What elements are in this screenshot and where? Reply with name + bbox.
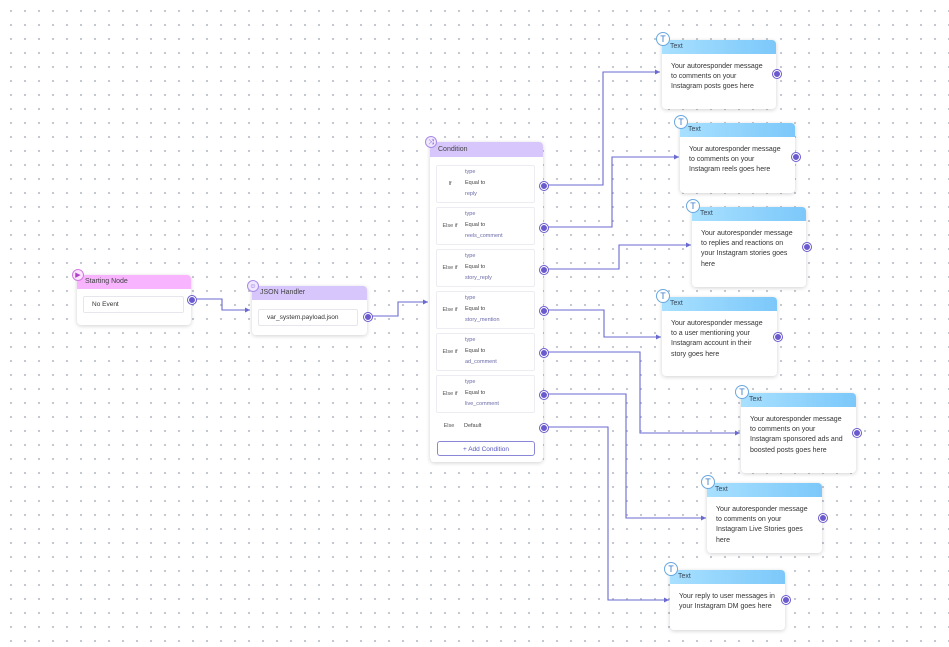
text-icon: T bbox=[656, 32, 670, 46]
text-node-live[interactable]: T Text Your autoresponder message to com… bbox=[701, 475, 827, 553]
condition-variable: type bbox=[465, 379, 476, 385]
edge-elseif-story-reply bbox=[543, 244, 691, 270]
text-node-output-port[interactable] bbox=[773, 70, 781, 78]
text-node-ads[interactable]: T Text Your autoresponder message to com… bbox=[735, 385, 861, 473]
text-node-message: Your reply to user messages in your Inst… bbox=[679, 593, 775, 611]
text-icon: T bbox=[735, 385, 749, 399]
text-node-posts[interactable]: T Text Your autoresponder message to com… bbox=[656, 32, 781, 109]
condition-port-else[interactable] bbox=[540, 424, 548, 432]
text-node-title: Text bbox=[662, 297, 777, 311]
edge-start-to-json bbox=[192, 298, 250, 311]
condition-port-live-comment[interactable] bbox=[540, 391, 548, 399]
condition-value: reels_comment bbox=[465, 233, 503, 239]
condition-operator: Equal to bbox=[465, 264, 486, 270]
text-node-message: Your autoresponder message to replies an… bbox=[701, 230, 793, 268]
condition-value: story_mention bbox=[465, 317, 500, 323]
text-node-mentions[interactable]: T Text Your autoresponder message to a u… bbox=[656, 289, 782, 376]
add-condition-button[interactable]: + Add Condition bbox=[437, 441, 535, 456]
condition-value: live_comment bbox=[465, 401, 499, 407]
start-output-port[interactable] bbox=[188, 296, 196, 304]
text-node-output-port[interactable] bbox=[792, 153, 800, 161]
condition-operator: Equal to bbox=[465, 306, 486, 312]
start-event-field[interactable]: No Event bbox=[83, 296, 184, 313]
condition-keyword: Else if bbox=[442, 265, 458, 271]
edge-else-default bbox=[543, 426, 669, 601]
json-output-port[interactable] bbox=[364, 313, 372, 321]
condition-row-story-reply[interactable]: Else if type Equal to story_reply bbox=[436, 249, 535, 287]
text-node-dm[interactable]: T Text Your reply to user messages in yo… bbox=[664, 562, 790, 630]
condition-value: reply bbox=[465, 191, 477, 197]
text-node-output-port[interactable] bbox=[782, 596, 790, 604]
shuffle-icon: ⤨ bbox=[425, 136, 437, 148]
condition-row-story-mention[interactable]: Else if type Equal to story_mention bbox=[436, 291, 535, 329]
text-node-output-port[interactable] bbox=[819, 514, 827, 522]
text-node-message: Your autoresponder message to comments o… bbox=[689, 146, 781, 174]
condition-title: Condition bbox=[430, 142, 543, 157]
text-icon: T bbox=[686, 199, 700, 213]
condition-variable: type bbox=[465, 169, 476, 175]
text-node-message: Your autoresponder message to comments o… bbox=[671, 63, 763, 91]
condition-row-live-comment[interactable]: Else if type Equal to live_comment bbox=[436, 375, 535, 413]
condition-port-story-mention[interactable] bbox=[540, 307, 548, 315]
condition-port-reply[interactable] bbox=[540, 182, 548, 190]
text-node-title: Text bbox=[741, 393, 856, 407]
edge-json-to-condition bbox=[367, 301, 428, 317]
text-node-title: Text bbox=[662, 40, 776, 54]
condition-operator: Equal to bbox=[465, 180, 486, 186]
text-node-title: Text bbox=[707, 483, 822, 497]
text-node-title: Text bbox=[692, 207, 806, 221]
text-icon: T bbox=[674, 115, 688, 129]
condition-operator: Equal to bbox=[465, 348, 486, 354]
starting-node[interactable]: ▶ Starting Node No Event bbox=[72, 269, 196, 325]
else-keyword: Else bbox=[443, 423, 455, 429]
json-handler-node[interactable]: ☺ JSON Handler var_system.payload.json bbox=[247, 280, 372, 335]
text-node-output-port[interactable] bbox=[853, 429, 861, 437]
condition-row-ad-comment[interactable]: Else if type Equal to ad_comment bbox=[436, 333, 535, 371]
condition-operator: Equal to bbox=[465, 222, 486, 228]
condition-variable: type bbox=[465, 211, 476, 217]
json-handler-title: JSON Handler bbox=[252, 286, 367, 300]
condition-port-reels-comment[interactable] bbox=[540, 224, 548, 232]
condition-row-reply[interactable]: If type Equal to reply bbox=[436, 165, 535, 203]
condition-node[interactable]: ⤨ Condition If type Equal to reply Else … bbox=[425, 136, 548, 462]
condition-variable: type bbox=[465, 337, 476, 343]
text-icon: T bbox=[664, 562, 678, 576]
condition-variable: type bbox=[465, 253, 476, 259]
text-icon: T bbox=[656, 289, 670, 303]
text-node-stories[interactable]: T Text Your autoresponder message to rep… bbox=[686, 199, 811, 287]
edge-elseif-reels bbox=[543, 156, 679, 228]
edge-elseif-live-comment bbox=[543, 393, 706, 519]
text-node-title: Text bbox=[680, 123, 795, 137]
condition-value: ad_comment bbox=[465, 359, 497, 365]
text-icon: T bbox=[701, 475, 715, 489]
text-node-message: Your autoresponder message to comments o… bbox=[750, 416, 843, 454]
text-node-reels[interactable]: T Text Your autoresponder message to com… bbox=[674, 115, 800, 193]
text-node-title: Text bbox=[670, 570, 785, 584]
json-payload-field[interactable]: var_system.payload.json bbox=[258, 309, 358, 326]
condition-keyword: Else if bbox=[442, 391, 458, 397]
code-icon: ☺ bbox=[247, 280, 259, 292]
edge-elseif-story-mention bbox=[543, 309, 661, 338]
text-node-output-port[interactable] bbox=[803, 243, 811, 251]
play-icon: ▶ bbox=[72, 269, 84, 281]
edge-if-reply bbox=[543, 71, 660, 186]
condition-keyword: Else if bbox=[442, 349, 458, 355]
starting-node-title: Starting Node bbox=[77, 275, 191, 289]
condition-variable: type bbox=[465, 295, 476, 301]
condition-row-reels-comment[interactable]: Else if type Equal to reels_comment bbox=[436, 207, 535, 245]
condition-value: story_reply bbox=[465, 275, 492, 281]
text-node-message: Your autoresponder message to comments o… bbox=[716, 506, 808, 544]
text-node-message: Your autoresponder message to a user men… bbox=[671, 320, 763, 358]
condition-row-else[interactable]: Else Default bbox=[436, 419, 535, 433]
condition-port-ad-comment[interactable] bbox=[540, 349, 548, 357]
text-node-output-port[interactable] bbox=[774, 333, 782, 341]
condition-operator: Equal to bbox=[465, 390, 486, 396]
else-value: Default bbox=[464, 423, 482, 429]
condition-keyword: Else if bbox=[442, 307, 458, 313]
condition-keyword: Else if bbox=[442, 223, 458, 229]
condition-port-story-reply[interactable] bbox=[540, 266, 548, 274]
condition-keyword: If bbox=[448, 181, 452, 187]
